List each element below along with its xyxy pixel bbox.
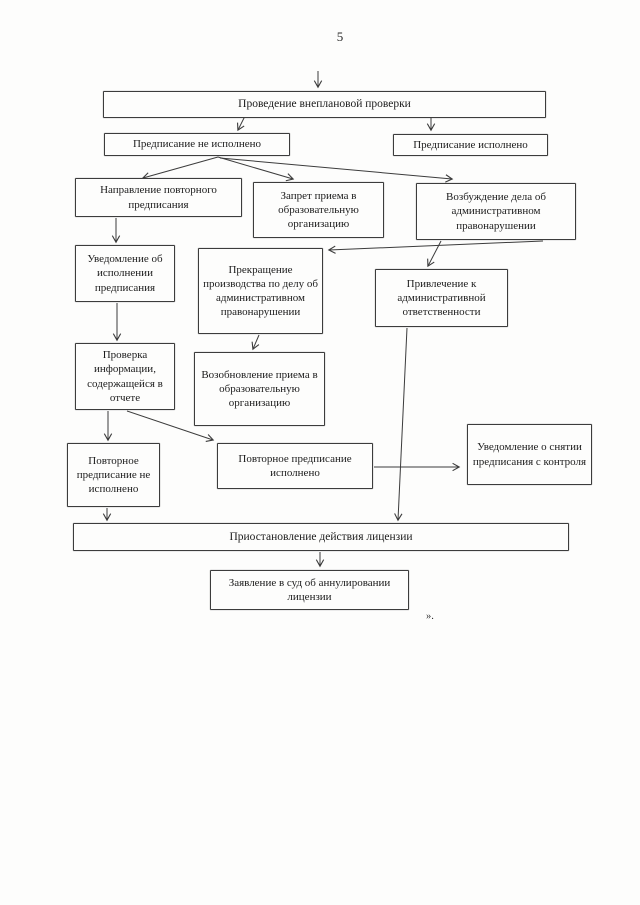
node-court-application: Заявление в суд об аннулировании лицензи… [210,570,409,610]
arrow-order-not-executed-to-repeat-order-sent [141,156,219,181]
arrow-report-check-to-repeat-executed [126,410,215,443]
node-repeat-executed: Повторное предписание исполнено [217,443,373,489]
node-admission-resumed: Возобновление приема в образовательную о… [194,352,325,426]
arrow-case-terminated-to-admission-resumed [251,334,260,351]
node-execution-notice: Уведомление об исполнении предписания [75,245,175,302]
node-inspection: Проведение внеплановой проверки [103,91,546,118]
node-admission-ban: Запрет приема в образовательную организа… [253,182,384,238]
arrow-order-not-executed-to-admission-ban [217,156,295,182]
closing-quote-mark: ». [426,611,434,622]
arrow-case-initiated-to-case-terminated [327,240,544,254]
page-number: 5 [336,29,344,44]
node-control-release-notice: Уведомление о снятии предписания с контр… [467,424,592,485]
node-repeat-not-executed: Повторное предписание не исполнено [67,443,160,507]
node-case-terminated: Прекращение производства по делу об адми… [198,248,323,334]
node-order-executed: Предписание исполнено [393,134,548,156]
node-order-not-executed: Предписание не исполнено [104,133,290,156]
arrow-order-not-executed-to-case-initiated [219,157,454,183]
node-case-initiated: Возбуждение дела об административном пра… [416,183,576,240]
node-admin-liability: Привлечение к административной ответстве… [375,269,508,327]
node-report-check: Проверка информации, содержащейся в отче… [75,343,175,410]
node-repeat-order-sent: Направление повторного предписания [75,178,242,217]
arrow-admin-liability-to-license-suspension [394,327,408,522]
arrow-case-initiated-to-admin-liability [427,240,442,268]
node-license-suspension: Приостановление действия лицензии [73,523,569,551]
